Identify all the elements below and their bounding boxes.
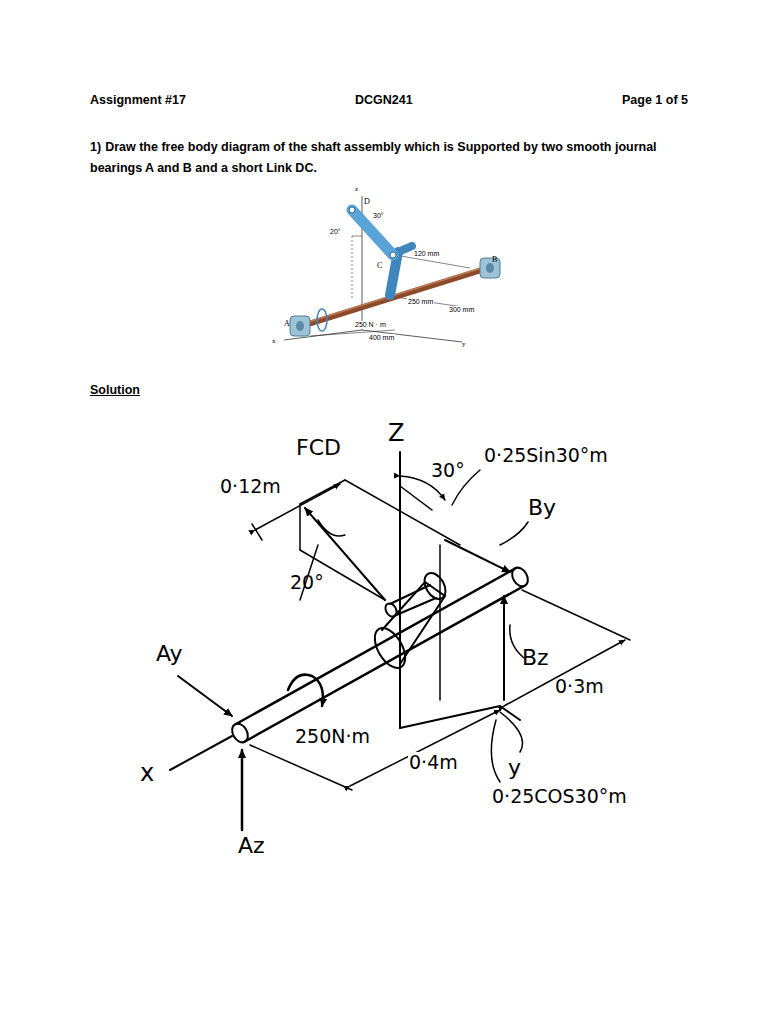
angle-label: 30° (373, 212, 384, 220)
axis-label: x (140, 760, 154, 786)
point-label: C (377, 262, 382, 271)
point-label: A (284, 320, 290, 329)
force-label: Ay (156, 642, 183, 666)
dimension-label: 0·3m (555, 676, 604, 697)
moment-label: 250N·m (294, 726, 371, 747)
dimension-label: 300 mm (448, 306, 475, 314)
force-label: Az (238, 834, 265, 858)
question-text: 1)Draw the free body diagram of the shaf… (90, 137, 690, 179)
point-label: D (364, 198, 370, 207)
dimension-label: 120 mm (413, 250, 440, 258)
moment-label: 250 N · m (354, 321, 387, 329)
shaft-figure (284, 196, 500, 342)
dimension-label: 400 mm (368, 334, 395, 342)
header-text: DCGN241 (355, 94, 413, 108)
axis-label: y (508, 756, 521, 780)
angle-label: 20° (330, 228, 341, 236)
axis-label: Z (388, 420, 404, 446)
question-number: 1) (90, 140, 101, 154)
dimension-label: 250 mm (407, 298, 434, 306)
axis-label: x (272, 338, 276, 346)
dimension-label: 0·12m (220, 476, 281, 497)
angle-label: 20° (290, 572, 324, 593)
axis-label: y (462, 341, 466, 349)
force-label: Bz (522, 646, 549, 670)
axis-label: z (355, 186, 358, 194)
section-heading: Solution (90, 384, 140, 398)
dimension-label: 0·4m (408, 752, 459, 773)
point-label: B (492, 256, 497, 265)
angle-label: 30° (430, 460, 466, 481)
question-text: Draw the free body diagram of the shaft … (90, 140, 657, 175)
force-label: By (528, 496, 556, 520)
free-body-diagram (170, 452, 630, 830)
dimension-label: 0·25Sin30°m (484, 445, 608, 466)
force-label: FCD (296, 436, 341, 460)
header-text: Assignment #17 (90, 94, 186, 108)
header-text: Page 1 of 5 (622, 94, 688, 108)
dimension-label: 0·25COS30°m (492, 786, 627, 807)
